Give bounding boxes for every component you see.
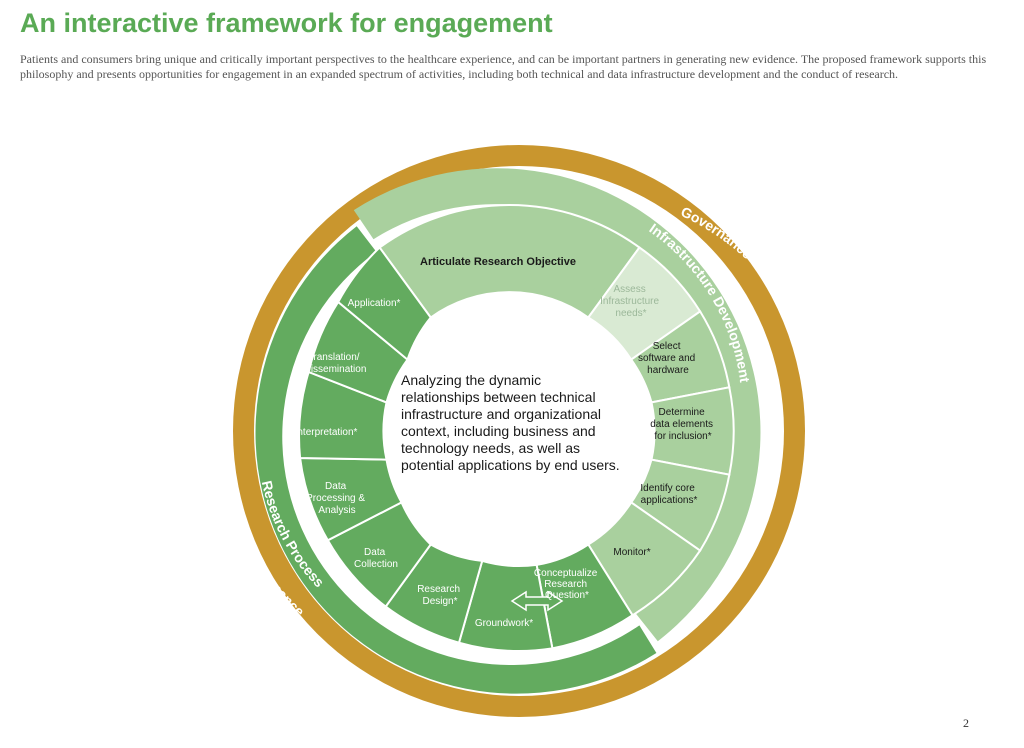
top-segment-notch [580,274,607,290]
intro-paragraph: Patients and consumers bring unique and … [20,52,987,81]
research-process-ring [255,226,657,694]
label-application: Application* [348,298,401,309]
label-assess-infrastructure: Assess Infrastructure needs* [600,284,662,319]
inner-ring-segments [298,204,735,652]
center-circle [389,301,649,561]
label-interpretation: Interpretation* [295,427,358,438]
segment-articulate-research-objective[interactable] [378,204,641,319]
label-determine-data-elements: Determine data elements for inclusion* [650,407,716,442]
infrastructure-development-ring [353,168,761,642]
page-title: An interactive framework for engagement [20,8,553,38]
label-translation-dissemination: Translation/ Dissemination [304,352,367,375]
label-identify-core-applications: Identify core applications* [640,483,697,506]
label-data-processing: Data Processing & Analysis [306,481,368,516]
double-arrow-icon [510,590,564,612]
label-research-design: Research Design* [417,584,463,607]
label-select-software: Select software and hardware [638,341,698,376]
page-number: 2 [963,716,969,730]
label-monitor: Monitor* [613,547,650,558]
label-articulate-research-objective: Articulate Research Objective [420,256,576,268]
segment-application[interactable] [336,245,432,362]
label-data-collection: Data Collection [354,547,398,570]
center-description: Analyzing the dynamic relationships betw… [401,372,620,473]
label-conceptualize-research-question: Conceptualize Research Question* [534,568,600,601]
label-groundwork: Groundwork* [475,618,533,629]
